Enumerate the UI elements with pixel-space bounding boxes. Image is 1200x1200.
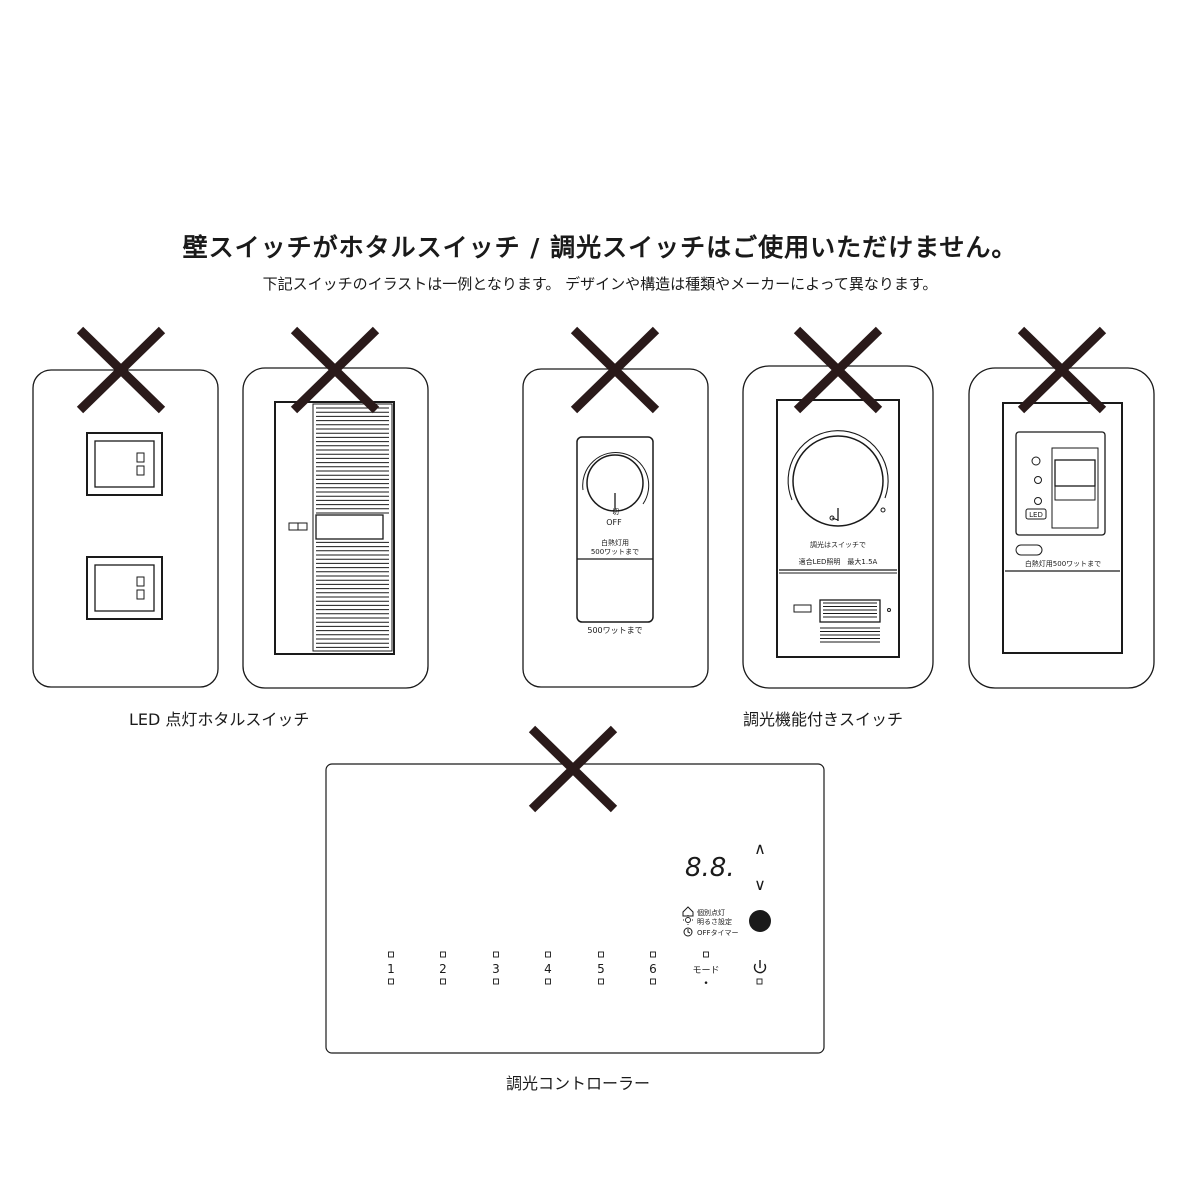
- plate-dial-dimmer: 調光はスイッチで 適合LED照明 最大1.5A: [742, 365, 934, 689]
- cross-icon: [1017, 326, 1107, 414]
- plate-slide-dimmer: LED 白熱灯用500ワットまで: [968, 367, 1155, 689]
- cross-icon: [290, 326, 380, 414]
- prohibited-marks: [76, 326, 1107, 813]
- caption-dimmer-switch: 調光機能付きスイッチ: [743, 710, 904, 729]
- plate-rocker-switches: [32, 369, 219, 688]
- dimming-controller-panel: 8.8. ∧ ∨ 個別点灯 明るさ設定 OFFタイマー 1 2 3 4 5 6 モード •: [325, 763, 825, 1054]
- off-label: OFF: [606, 518, 622, 527]
- led-badge: LED: [1029, 511, 1043, 519]
- rating-line-1: 白熱灯用: [601, 538, 629, 547]
- caption-dimming-controller: 調光コントローラー: [506, 1074, 651, 1093]
- down-button[interactable]: ∨: [754, 875, 766, 894]
- rating-line-2: 500ワットまで: [591, 548, 639, 556]
- key-4[interactable]: 4: [544, 951, 552, 985]
- key-2[interactable]: 2: [439, 951, 447, 985]
- key-5[interactable]: 5: [597, 951, 605, 985]
- menu-individual: 個別点灯: [697, 908, 725, 917]
- page-subtitle: 下記スイッチのイラストは一例となります。 デザインや構造は種類やメーカーによって…: [262, 275, 938, 293]
- home-icon: [682, 906, 694, 917]
- key-7[interactable]: モード •: [692, 951, 720, 989]
- plate-rotary-dimmer: 切 OFF 白熱灯用 500ワットまで 500ワットまで: [522, 368, 709, 688]
- key-label: 6: [649, 962, 657, 976]
- key-6[interactable]: 6: [649, 951, 657, 985]
- key-1[interactable]: 1: [387, 951, 395, 985]
- rocker-switch-top: [86, 432, 163, 496]
- caption-led-hotaru: LED 点灯ホタルスイッチ: [129, 710, 310, 729]
- cross-icon: [528, 725, 618, 813]
- plate-hotaru-rocker: [242, 367, 429, 689]
- set-button[interactable]: [749, 910, 771, 932]
- indicator-lamp: [1015, 544, 1043, 556]
- power-icon[interactable]: [753, 960, 767, 974]
- dimmer-knob: [586, 454, 644, 512]
- key-label: 4: [544, 962, 552, 976]
- cross-icon: [793, 326, 883, 414]
- indicator-lamp: [793, 604, 812, 613]
- menu-brightness: 明るさ設定: [697, 917, 732, 926]
- dimmer-spec: 適合LED照明 最大1.5A: [799, 557, 878, 566]
- off-kanji-label: 切: [612, 508, 619, 516]
- cross-icon: [570, 326, 660, 414]
- mode-dot: •: [703, 979, 708, 989]
- key-label: 1: [387, 962, 395, 976]
- dimmer-note: 調光はスイッチで: [810, 540, 866, 549]
- clock-icon: [683, 927, 693, 937]
- up-button[interactable]: ∧: [754, 839, 766, 858]
- key-3[interactable]: 3: [492, 951, 500, 985]
- key-label: 5: [597, 962, 605, 976]
- segment-display: 8.8.: [685, 853, 735, 883]
- key-label: モード: [692, 966, 719, 976]
- key-label: 3: [492, 962, 500, 976]
- brightness-icon: [683, 915, 693, 925]
- dimmer-dial: [792, 435, 884, 527]
- page-title: 壁スイッチがホタルスイッチ / 調光スイッチはご使用いただけません。: [182, 233, 1018, 262]
- rating-bottom: 500ワットまで: [587, 626, 642, 635]
- cross-icon: [76, 326, 166, 414]
- key-label: 2: [439, 962, 447, 976]
- slide-rating: 白熱灯用500ワットまで: [1025, 559, 1101, 568]
- rocker-switch-bottom: [86, 556, 163, 620]
- menu-off-timer: OFFタイマー: [697, 928, 739, 937]
